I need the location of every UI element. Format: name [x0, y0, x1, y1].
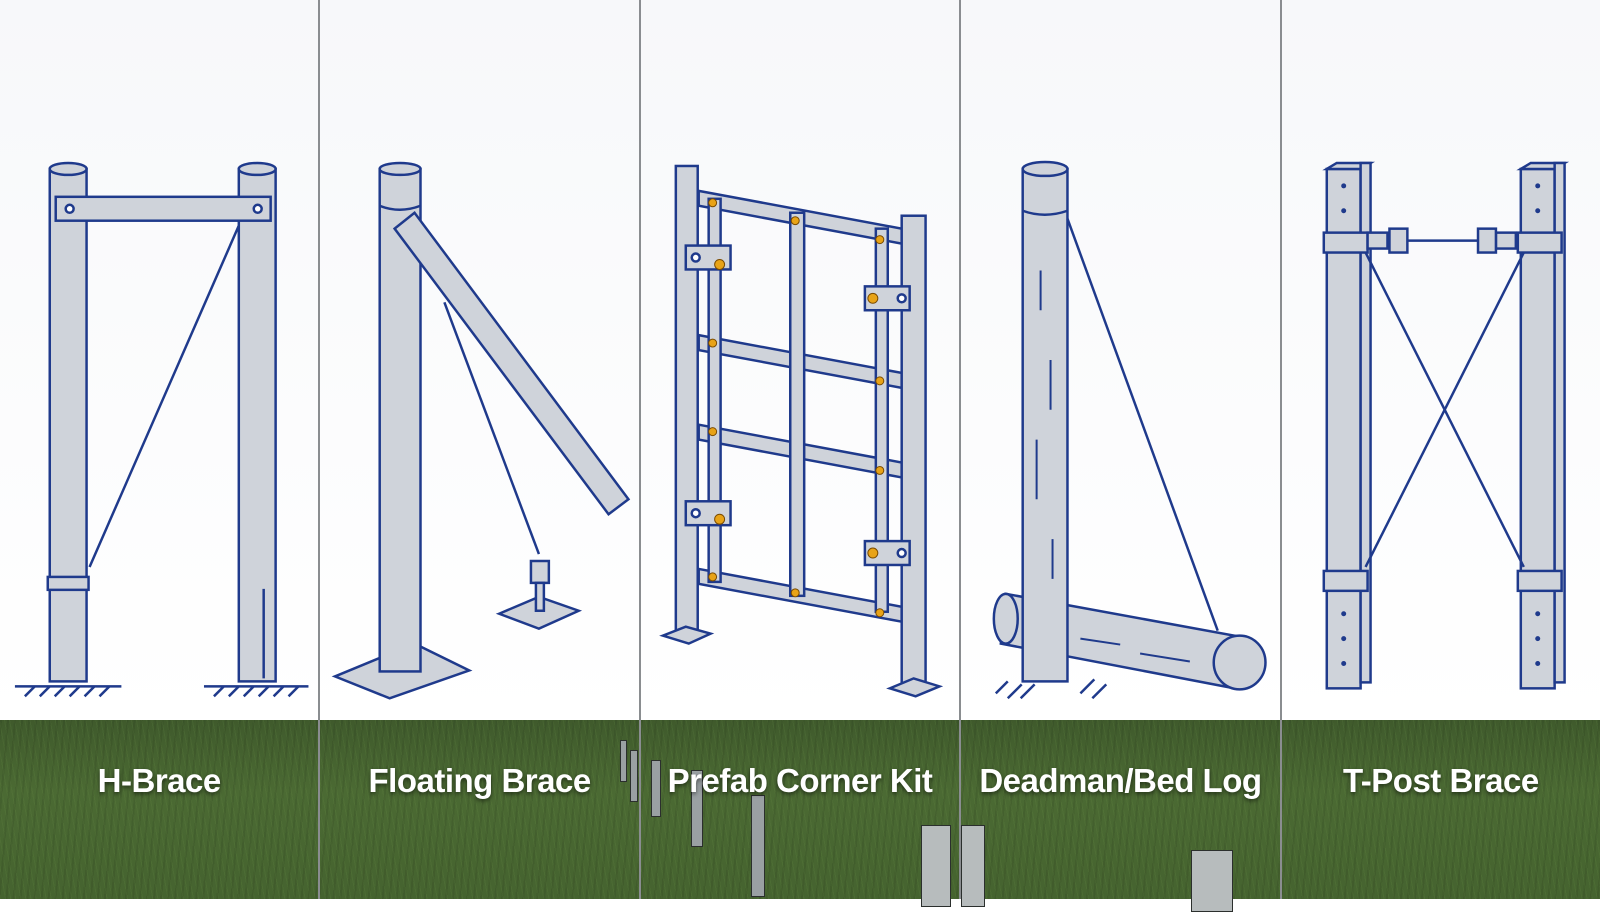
prefab-corner-kit-illustration [640, 0, 960, 720]
deadman-bed-log-illustration [961, 0, 1280, 720]
floating-brace-illustration [320, 0, 639, 720]
grass-background [961, 720, 1280, 912]
grass-background [1281, 720, 1600, 899]
brace-label: Floating Brace [368, 762, 592, 799]
t-post-brace-illustration [1281, 0, 1600, 720]
grass-background [640, 720, 960, 907]
brace-label: Deadman/Bed Log [979, 762, 1262, 799]
h-brace-illustration [0, 0, 319, 720]
grass-background [0, 720, 319, 899]
brace-label: T-Post Brace [1342, 762, 1539, 799]
panel-floating-brace: Floating Brace [320, 0, 641, 899]
brace-label: Prefab Corner Kit [667, 762, 933, 799]
panel-deadman-bed-log: Deadman/Bed Log [961, 0, 1282, 912]
panel-prefab-corner-kit: Prefab Corner Kit [640, 0, 962, 907]
panel-h-brace: H-Brace [0, 0, 321, 899]
grass-background [320, 720, 639, 899]
panel-t-post-brace: T-Post Brace [1281, 0, 1600, 899]
brace-label: H-Brace [97, 762, 222, 799]
